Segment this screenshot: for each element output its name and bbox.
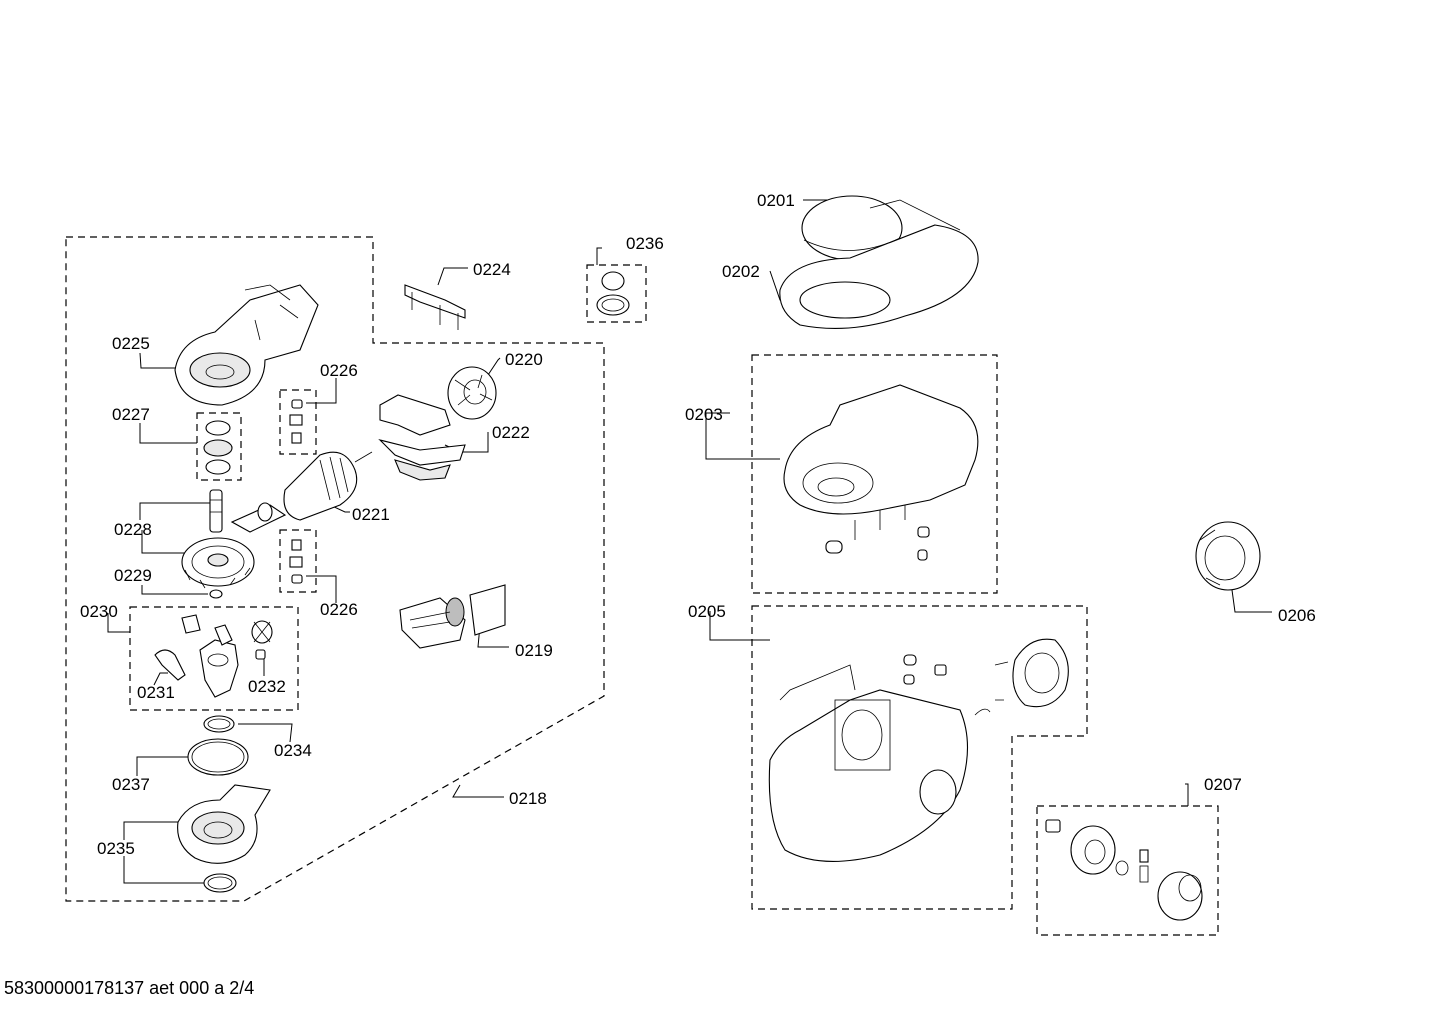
gasket-0237 [187, 738, 249, 776]
group-0205-boundary [751, 605, 1088, 910]
label-0206: 0206 [1278, 606, 1316, 625]
label-0224: 0224 [473, 260, 511, 279]
label-0225: 0225 [112, 334, 150, 353]
label-0202: 0202 [722, 262, 760, 281]
ring-0234 [203, 715, 235, 733]
label-0205: 0205 [688, 602, 726, 621]
ring-0206 [1195, 521, 1261, 591]
large-gear-0229 [181, 537, 255, 599]
label-0234: 0234 [274, 741, 312, 760]
label-0237: 0237 [112, 775, 150, 794]
lid-seal-0202 [779, 224, 979, 329]
stator-0222 [378, 394, 466, 481]
label-0229: 0229 [114, 566, 152, 585]
label-0222: 0222 [492, 423, 530, 442]
knob-assembly-0207 [1045, 819, 1203, 921]
label-0201: 0201 [757, 191, 795, 210]
group-0226b-boundary [279, 529, 317, 593]
outlet-housing-0235 [177, 784, 271, 893]
group-0203-boundary [751, 354, 998, 594]
part-labels: 0201 0202 0203 0205 0206 0207 0218 0219 … [80, 191, 1316, 858]
label-0236: 0236 [626, 234, 664, 253]
label-0226a: 0226 [320, 361, 358, 380]
label-0207: 0207 [1204, 775, 1242, 794]
label-0219: 0219 [515, 641, 553, 660]
leader-lines [107, 199, 1272, 884]
label-0232: 0232 [248, 677, 286, 696]
main-housing-0205 [768, 638, 1069, 862]
group-0218-boundary [65, 236, 605, 902]
seal-pair-0236 [596, 271, 630, 316]
motor-armature-0221 [230, 451, 373, 533]
electronic-module-0219 [399, 584, 506, 649]
document-code: 58300000178137 aet 000 a 2/4 [4, 978, 255, 998]
base-housing-0203 [783, 384, 979, 561]
label-0226b: 0226 [320, 600, 358, 619]
label-0220: 0220 [505, 350, 543, 369]
shaft-0228 [209, 489, 223, 533]
label-0230: 0230 [80, 602, 118, 621]
label-0231: 0231 [137, 683, 175, 702]
planetary-parts-0230 [154, 614, 273, 698]
label-0235: 0235 [97, 839, 135, 858]
label-0227: 0227 [112, 405, 150, 424]
group-0230-boundary [129, 606, 299, 711]
brush-holders-0226 [289, 399, 303, 584]
bearing-set-0227 [203, 420, 233, 475]
group-0227-boundary [196, 412, 242, 481]
group-0226a-boundary [279, 389, 317, 455]
group-0207-boundary [1036, 805, 1219, 936]
label-0203: 0203 [685, 405, 723, 424]
label-0228: 0228 [114, 520, 152, 539]
label-0221: 0221 [352, 505, 390, 524]
switch-bracket-0224 [404, 284, 466, 330]
fan-0220 [447, 366, 497, 420]
label-0218: 0218 [509, 789, 547, 808]
group-0236-boundary [586, 264, 647, 323]
gear-housing-0225 [174, 284, 319, 406]
